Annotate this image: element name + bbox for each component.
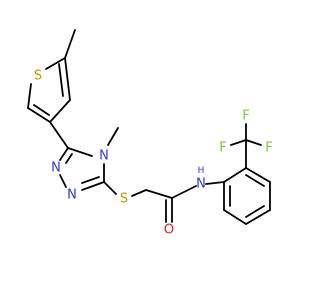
bond-phenyl-1 bbox=[223, 167, 247, 183]
bond-phenyl-2-inner bbox=[245, 174, 265, 187]
bond-thiophene-c4-c5 bbox=[64, 57, 71, 101]
bond-methyl-thiophene bbox=[64, 29, 76, 59]
bond-triazole-n1-c5-inner bbox=[65, 153, 73, 164]
bond-cf3-f1 bbox=[230, 139, 247, 146]
fluorine-label-1: F bbox=[219, 141, 226, 156]
bond-triazole-n1-c5 bbox=[59, 147, 69, 161]
bond-triazole-thioether bbox=[103, 181, 117, 195]
bond-triazole-n-methyl bbox=[107, 127, 119, 146]
bond-phenyl-4 bbox=[245, 209, 271, 225]
bond-triazole-c3-n2-inner bbox=[81, 176, 100, 184]
bond-triazole-n2-n1 bbox=[59, 174, 67, 188]
thiophene-sulfur-label: S bbox=[34, 69, 42, 84]
bond-thiophene-triazole bbox=[49, 121, 69, 149]
molecule-structure: S N N N S O N H F F F bbox=[27, 29, 273, 238]
bond-thiophene-c4-c5-inner bbox=[58, 63, 64, 97]
bond-thioether-ch2 bbox=[131, 189, 147, 197]
atom-labels: S N N N S O N H F F F bbox=[34, 69, 273, 238]
fluorine-label-3: F bbox=[265, 141, 272, 156]
bond-thiophene-c2-c3-inner bbox=[33, 104, 50, 116]
bond-nh-phenyl bbox=[205, 181, 225, 185]
bond-phenyl-5 bbox=[223, 209, 247, 225]
bond-ch2-carbonyl bbox=[145, 189, 173, 199]
triazole-n2-label: N bbox=[67, 188, 77, 203]
amide-hydrogen-label: H bbox=[198, 166, 205, 176]
bond-triazole-c5-n4 bbox=[67, 147, 93, 157]
thioether-sulfur-label: S bbox=[120, 192, 128, 207]
amide-nitrogen-label: N bbox=[196, 177, 206, 192]
triazole-n1-label: N bbox=[51, 161, 61, 176]
carbonyl-oxygen-label: O bbox=[164, 223, 174, 238]
bond-thiophene-s-c2 bbox=[27, 83, 32, 109]
bond-cf3-f3 bbox=[245, 139, 262, 146]
fluorine-label-2: F bbox=[242, 109, 249, 124]
triazole-n4-label: N bbox=[99, 149, 109, 164]
bond-thiophene-c2-c3 bbox=[27, 107, 51, 123]
bond-carbonyl-nh bbox=[171, 185, 197, 199]
bond-thiophene-c3-c4 bbox=[49, 99, 71, 123]
bond-triazole-c3-n2 bbox=[81, 181, 105, 191]
bond-phenyl-2 bbox=[245, 167, 271, 183]
bond-thiophene-c5-s bbox=[45, 57, 66, 70]
bond-phenyl-4-inner bbox=[245, 205, 265, 218]
bonds bbox=[27, 29, 271, 225]
